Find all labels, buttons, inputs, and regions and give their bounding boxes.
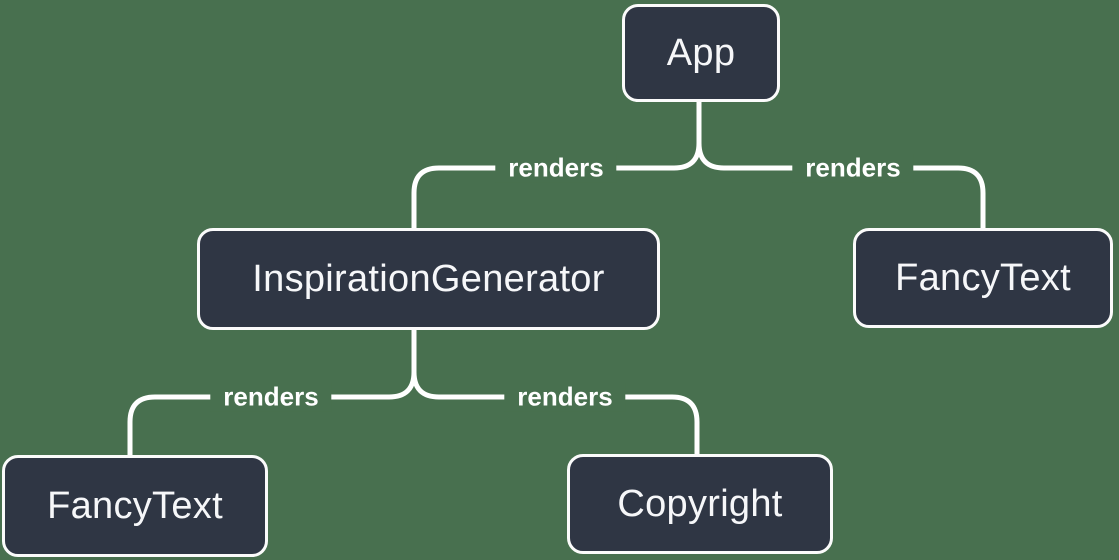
- node-copyright: Copyright: [567, 454, 833, 554]
- node-app-label: App: [666, 31, 736, 74]
- edge-label-renders: renders: [210, 383, 332, 412]
- node-copyright-label: Copyright: [617, 482, 783, 525]
- node-fancy-text-right: FancyText: [853, 228, 1113, 328]
- node-app: App: [622, 4, 780, 102]
- node-fancy-text-left: FancyText: [2, 455, 268, 557]
- node-fancy-text-left-label: FancyText: [47, 484, 223, 527]
- node-inspiration-generator: InspirationGenerator: [197, 228, 660, 330]
- edge-label-renders: renders: [495, 154, 617, 183]
- edge-app-to-fancytext: [696, 140, 986, 232]
- node-inspiration-generator-label: InspirationGenerator: [252, 257, 605, 300]
- edge-label-renders: renders: [792, 154, 914, 183]
- node-fancy-text-right-label: FancyText: [895, 256, 1071, 299]
- edge-inspirationgenerator-to-copyright: [411, 369, 700, 458]
- edge-label-renders: renders: [504, 383, 626, 412]
